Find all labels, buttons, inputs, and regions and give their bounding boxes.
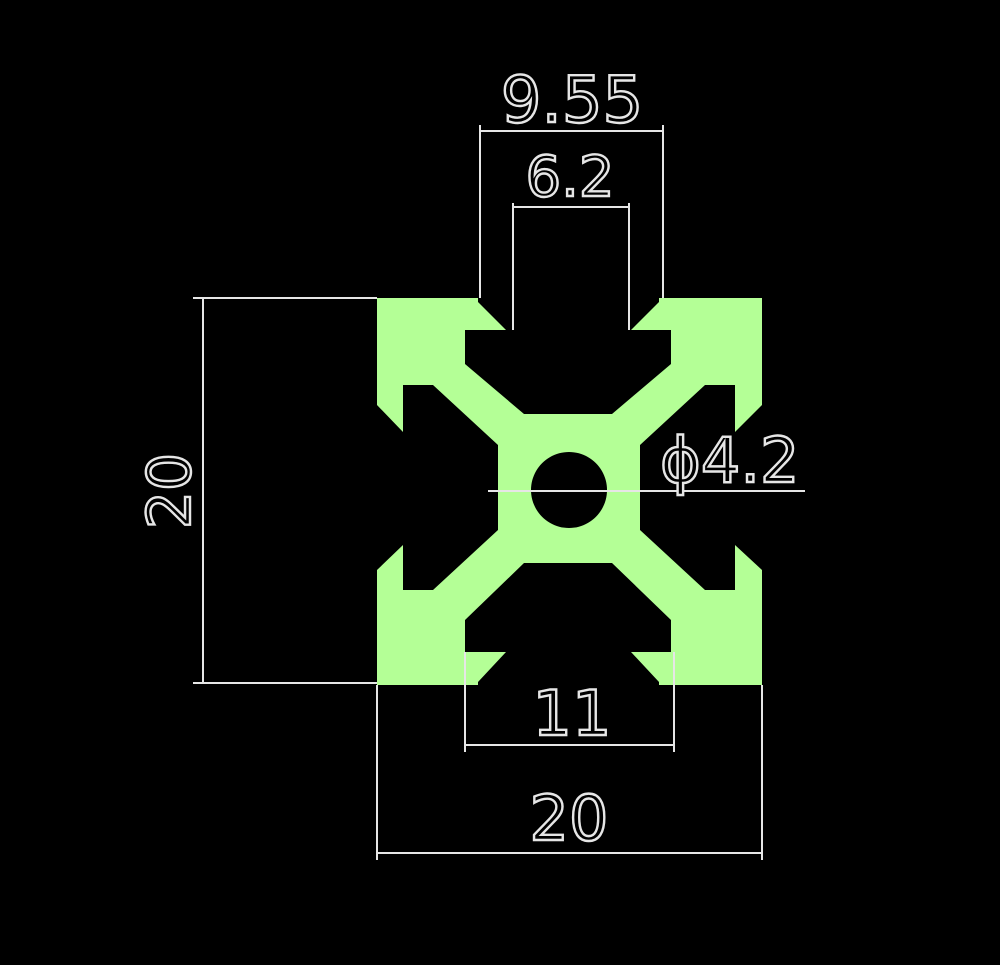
dim-label-height-20: 20 xyxy=(135,453,205,529)
dim-label-6-2: 6.2 xyxy=(525,145,614,210)
dim-label-9-55: 9.55 xyxy=(501,64,644,138)
profile-cross-section xyxy=(377,298,762,685)
profile-body xyxy=(377,298,762,685)
dim-label-width-20: 20 xyxy=(530,782,609,855)
dim-label-4-2: ϕ4.2 xyxy=(660,424,800,497)
dimension-labels: 9.55 6.2 ϕ4.2 20 11 20 xyxy=(134,63,801,856)
dim-label-11: 11 xyxy=(533,677,612,750)
dimension-lines xyxy=(193,125,805,860)
